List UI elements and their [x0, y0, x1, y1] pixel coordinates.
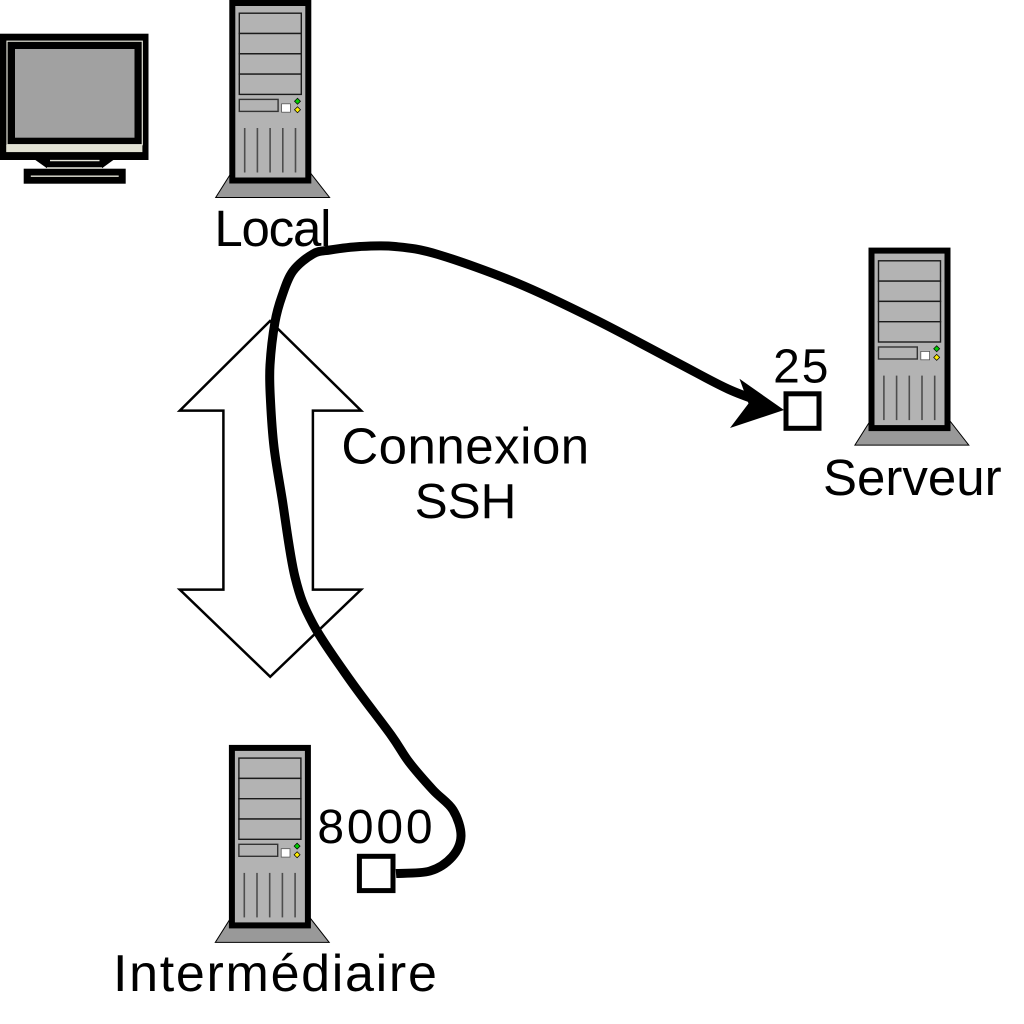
- svg-text:Serveur: Serveur: [823, 449, 1002, 506]
- svg-text:8000: 8000: [317, 801, 435, 854]
- svg-text:25: 25: [773, 341, 830, 394]
- svg-text:Connexion: Connexion: [341, 417, 589, 474]
- svg-text:SSH: SSH: [415, 474, 517, 529]
- svg-text:Intermédiaire: Intermédiaire: [113, 945, 439, 1003]
- svg-text:Local: Local: [214, 200, 330, 257]
